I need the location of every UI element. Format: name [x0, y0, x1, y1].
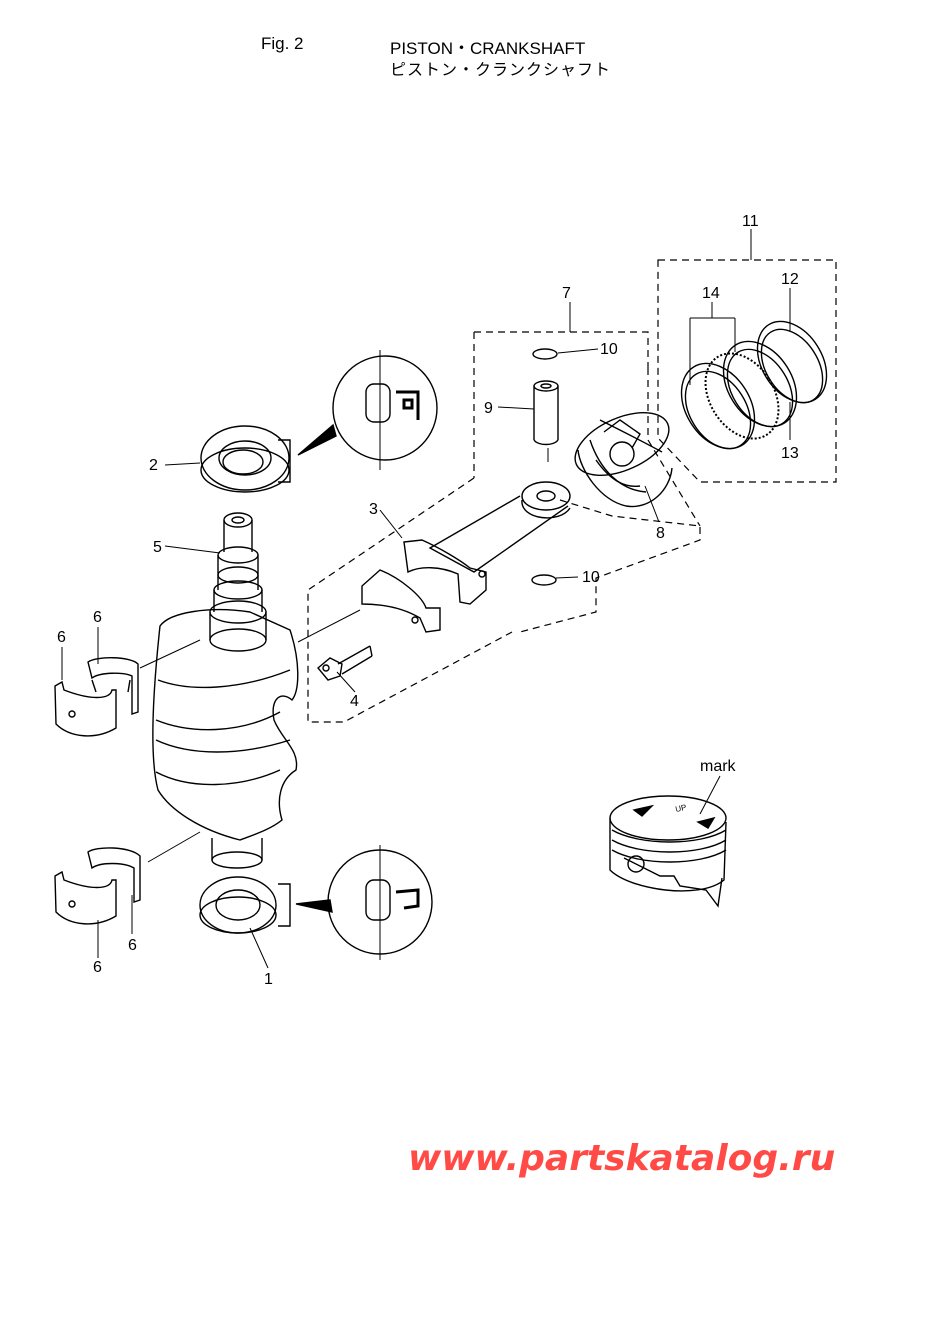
main-bearing-upper [54, 657, 139, 737]
callout-12: 12 [781, 271, 799, 288]
seal-detail-lower [295, 845, 433, 960]
callout-6-lower-right: 6 [128, 937, 137, 954]
leader-lines [61, 229, 791, 969]
up-mark-text: UP [675, 803, 688, 814]
main-bearing-lower [54, 847, 141, 925]
callout-13: 13 [781, 445, 799, 462]
callout-9: 9 [484, 400, 493, 417]
callout-1: 1 [264, 971, 273, 988]
piston [574, 412, 673, 508]
callout-6-upper-right: 6 [93, 609, 102, 626]
rings-group-outline [657, 259, 837, 483]
callout-10-upper: 10 [600, 341, 618, 358]
callout-11: 11 [742, 213, 759, 230]
conrod-bolt [317, 645, 373, 681]
callout-8: 8 [656, 525, 665, 542]
callout-3: 3 [369, 501, 378, 518]
callout-4: 4 [350, 693, 359, 710]
piston-rings [680, 320, 828, 450]
seal-detail-upper [297, 350, 438, 470]
piston-group-outline [473, 331, 649, 478]
callout-14: 14 [702, 285, 720, 302]
piston-pin-clip-upper [532, 348, 558, 360]
callout-2: 2 [149, 457, 158, 474]
callout-labels: 11 12 14 7 10 9 13 2 3 8 5 10 6 6 4 mark… [57, 213, 799, 988]
page-title-japanese: ピストン・クランクシャフト [390, 60, 612, 79]
watermark-url: www.partskatalog.ru [408, 1138, 836, 1179]
group-outlines [307, 259, 837, 723]
callout-mark: mark [700, 758, 737, 775]
callout-5: 5 [153, 539, 162, 556]
page-title: PISTON・CRANKSHAFT [390, 39, 586, 58]
figure-number: Fig. 2 [261, 34, 304, 53]
crankshaft [152, 512, 299, 869]
piston-pin [533, 380, 559, 446]
callout-10-lower: 10 [582, 569, 600, 586]
callout-6-lower-left: 6 [93, 959, 102, 976]
callout-6-upper-left: 6 [57, 629, 66, 646]
connecting-rod [361, 481, 571, 633]
oil-seal-upper [200, 425, 291, 493]
piston-mark-illustration [609, 795, 727, 908]
piston-pin-clip-lower [531, 574, 557, 586]
callout-7: 7 [562, 285, 571, 302]
conrod-group-outline [307, 477, 701, 723]
oil-seal-lower [199, 876, 291, 934]
